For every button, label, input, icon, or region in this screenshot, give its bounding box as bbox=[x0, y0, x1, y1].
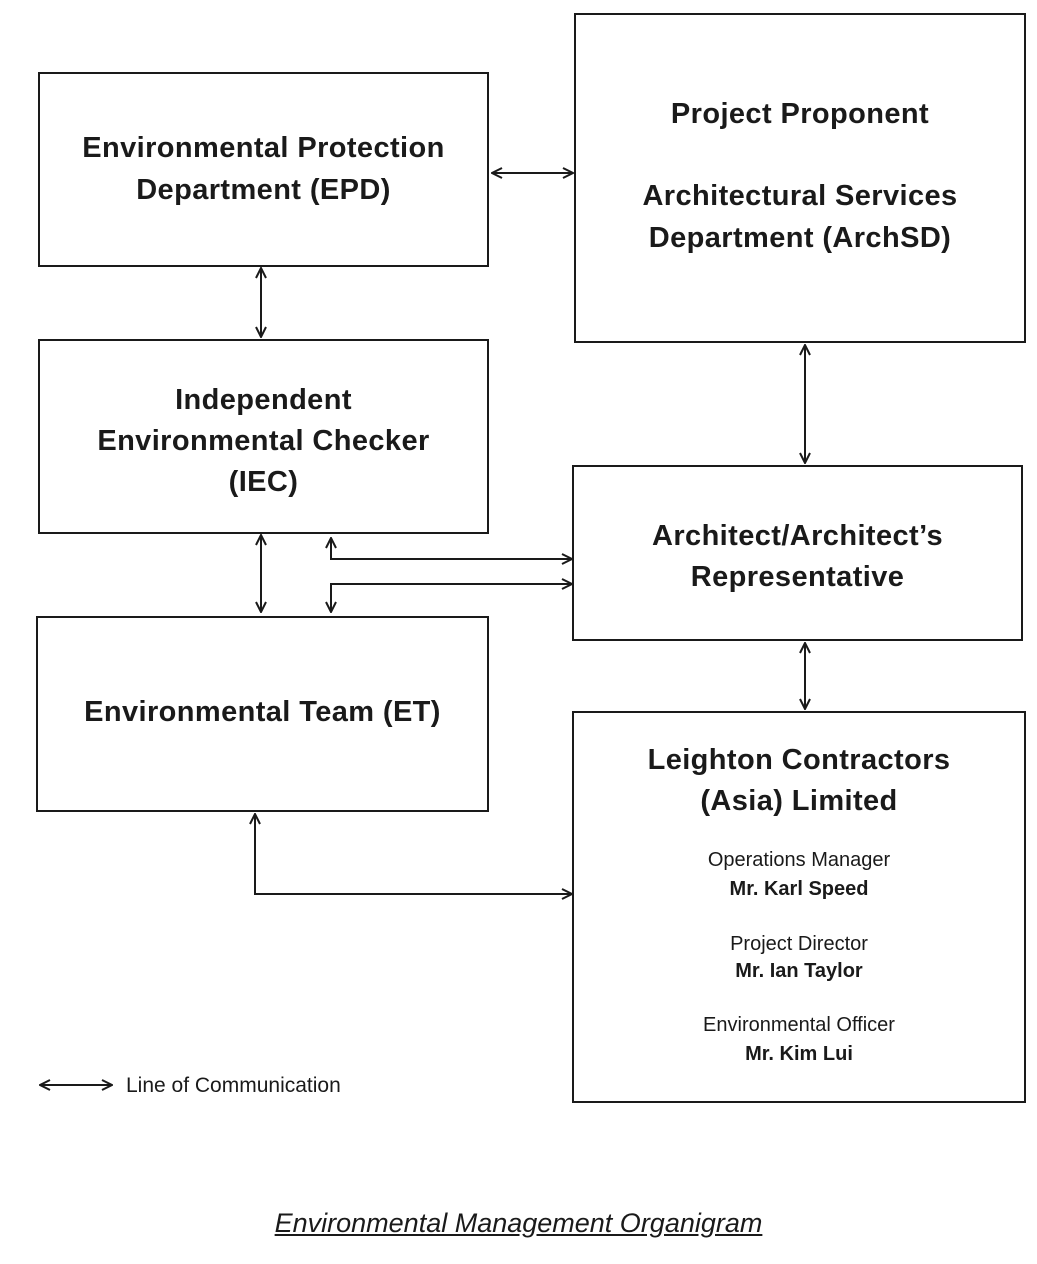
arrow-et-leighton bbox=[255, 814, 572, 894]
et-title: Environmental Team (ET) bbox=[84, 696, 441, 728]
epd-title-line2: Department (EPD) bbox=[136, 174, 391, 206]
iec-title-line2: Environmental Checker bbox=[97, 425, 430, 457]
project-proponent-heading: Project Proponent bbox=[670, 98, 930, 130]
et-box: Environmental Team (ET) bbox=[36, 616, 489, 812]
iec-title-line1: Independent bbox=[175, 384, 352, 416]
architect-box: Architect/Architect’s Representative bbox=[572, 465, 1023, 641]
person-name-2: Mr. Ian Taylor bbox=[735, 960, 863, 982]
leighton-title-line2: (Asia) Limited bbox=[700, 785, 898, 817]
epd-title-line1: Environmental Protection bbox=[82, 132, 445, 164]
epd-box: Environmental Protection Department (EPD… bbox=[38, 72, 489, 267]
person-name-3: Mr. Kim Lui bbox=[745, 1043, 853, 1065]
legend-label: Line of Communication bbox=[126, 1074, 341, 1097]
person-role-1: Operations Manager bbox=[707, 849, 891, 871]
arrow-iec-architect bbox=[331, 538, 572, 559]
leighton-box: Leighton Contractors (Asia) Limited Oper… bbox=[572, 711, 1026, 1103]
architect-title-line2: Representative bbox=[690, 561, 905, 593]
archsd-title-line2: Department (ArchSD) bbox=[648, 222, 952, 254]
iec-title-line3: (IEC) bbox=[228, 466, 299, 498]
architect-title-line1: Architect/Architect’s bbox=[652, 520, 943, 552]
diagram-caption: Environmental Management Organigram bbox=[274, 1208, 763, 1238]
archsd-title-line1: Architectural Services bbox=[642, 180, 958, 212]
leighton-title-line1: Leighton Contractors bbox=[647, 744, 951, 776]
project-proponent-box: Project Proponent Architectural Services… bbox=[574, 13, 1026, 343]
arrow-architect-et bbox=[331, 584, 572, 612]
person-role-3: Environmental Officer bbox=[703, 1014, 895, 1036]
person-name-1: Mr. Karl Speed bbox=[729, 878, 869, 900]
iec-box: Independent Environmental Checker (IEC) bbox=[38, 339, 489, 534]
person-role-2: Project Director bbox=[730, 933, 868, 955]
